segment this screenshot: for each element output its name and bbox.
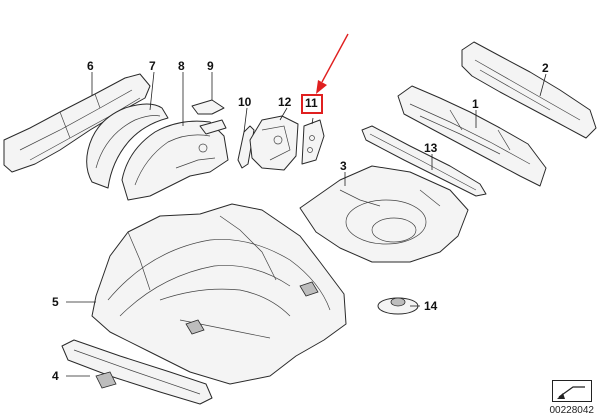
callout-13: 13 <box>424 141 438 155</box>
part-2-rear-panel-upper <box>461 41 597 139</box>
callout-8: 8 <box>178 59 185 73</box>
part-6-side-member <box>3 73 151 173</box>
callout-9: 9 <box>207 59 214 73</box>
highlight-arrow <box>316 33 349 94</box>
callout-4: 4 <box>52 369 59 383</box>
catalog-number: 00228042 <box>549 405 595 416</box>
part-8-wheel-housing <box>121 120 229 201</box>
callout-1: 1 <box>472 97 479 111</box>
part-13-crossmember <box>361 125 487 197</box>
catalog-icon <box>552 380 592 402</box>
callout-11: 11 <box>305 96 318 110</box>
callout-7: 7 <box>149 59 156 73</box>
callout-14: 14 <box>424 299 438 313</box>
callout-6: 6 <box>87 59 94 73</box>
part-1-rear-panel <box>397 85 547 187</box>
part-4-lower-crossmember <box>61 339 213 405</box>
part-12-inner-panel <box>249 115 299 171</box>
callout-12: 12 <box>278 95 292 109</box>
part-7-wheel-arch <box>86 103 169 189</box>
highlight-box-11 <box>301 94 323 114</box>
part-5-floor-assembly <box>91 203 347 385</box>
callout-2: 2 <box>542 61 549 75</box>
leader-lines <box>66 71 547 377</box>
callout-3: 3 <box>340 159 347 173</box>
callout-5: 5 <box>52 295 59 309</box>
part-11-cover-plate <box>301 119 325 165</box>
callout-10: 10 <box>238 95 252 109</box>
part-3-rear-floor <box>299 165 469 263</box>
part-9-bracket <box>191 99 227 135</box>
